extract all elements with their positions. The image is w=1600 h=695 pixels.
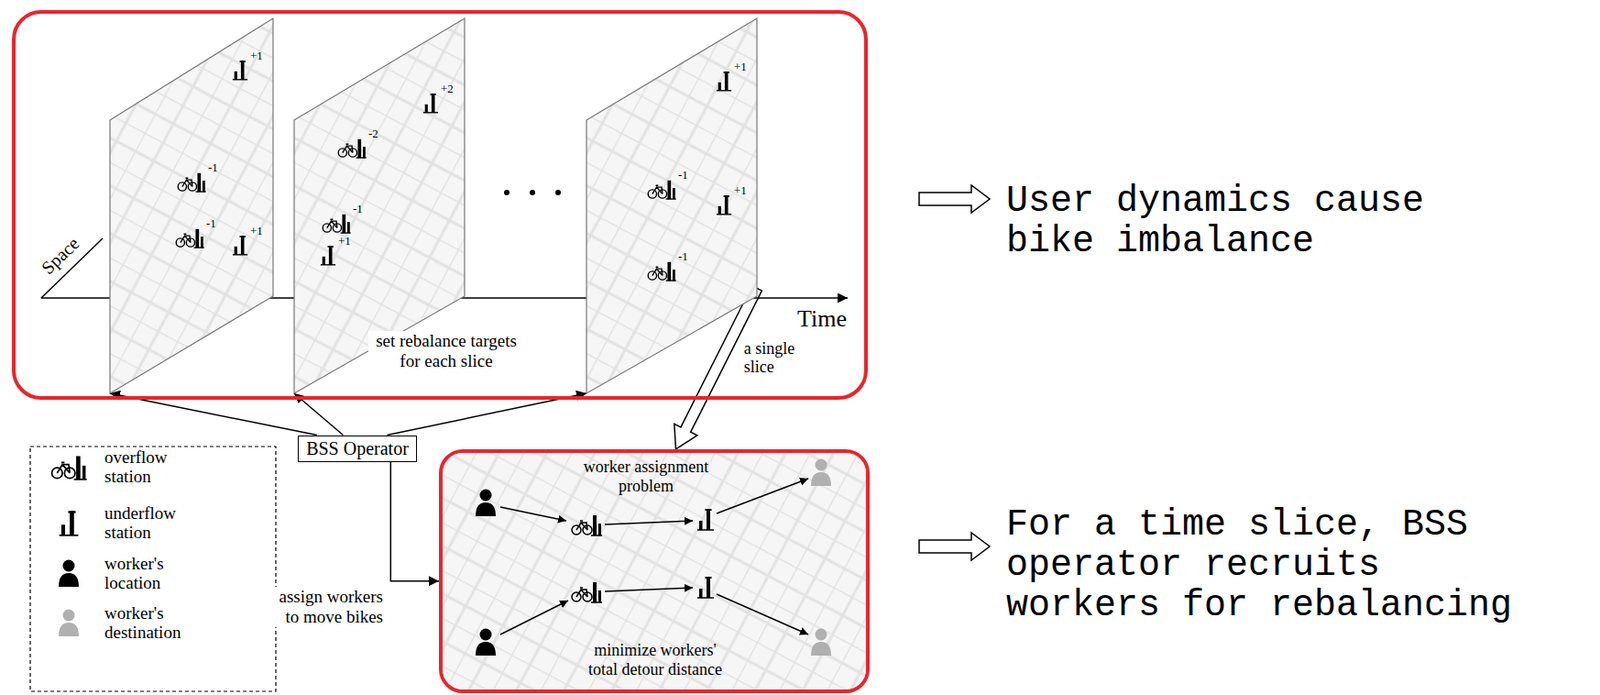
overflow-station-icon <box>175 229 204 248</box>
ellipsis-dot <box>504 189 510 196</box>
legend-icon <box>58 559 79 588</box>
imbalance-count: +1 <box>734 60 747 75</box>
route-arrow <box>716 593 809 635</box>
underflow-station-icon <box>232 235 248 255</box>
imbalance-count: -1 <box>678 250 689 264</box>
block-arrow <box>919 532 990 560</box>
route-arrow <box>716 478 809 514</box>
worker-icon <box>475 628 496 657</box>
assignment-panel: worker assignment problem minimize worker… <box>438 449 870 693</box>
legend-icon <box>59 510 79 536</box>
annotation: set rebalance targets for each slice <box>368 330 525 372</box>
block-arrow <box>919 185 990 213</box>
box-label: BSS Operator <box>306 438 409 460</box>
slice-plane <box>586 18 757 394</box>
summary-text: User dynamics cause bike imbalance <box>1006 181 1520 263</box>
overflow-station-icon <box>322 214 351 233</box>
route-arrow <box>500 506 567 521</box>
panel-caption: minimize workers' total detour distance <box>582 640 728 679</box>
legend-label: underflow station <box>104 503 201 543</box>
imbalance-count: +2 <box>440 82 454 97</box>
underflow-station-icon <box>232 60 248 80</box>
underflow-station-icon <box>716 71 732 91</box>
underflow-station-icon <box>716 195 732 215</box>
legend-label: overflow station <box>104 447 201 487</box>
worker-icon <box>475 489 496 517</box>
summary-text: For a time slice, BSS operator recruits … <box>1006 504 1520 626</box>
overflow-station-icon <box>338 139 366 158</box>
legend-label: worker's location <box>104 553 201 593</box>
overflow-station-icon <box>647 180 676 199</box>
ellipsis-dot <box>529 189 536 196</box>
legend-symbol <box>45 500 92 545</box>
imbalance-count: +1 <box>250 224 264 239</box>
legend-icon <box>58 609 79 637</box>
route-arrow <box>604 520 693 525</box>
legend-entry: overflow station <box>45 444 275 489</box>
legend-symbol <box>45 550 92 595</box>
underflow-station-icon <box>423 93 439 113</box>
dest-icon <box>810 459 832 487</box>
imbalance-count: -1 <box>678 168 689 183</box>
overflow-station-icon <box>177 173 206 192</box>
slice-plane <box>109 18 274 394</box>
under-icon <box>697 508 714 530</box>
legend-entry: worker's destination <box>45 600 275 645</box>
operator-box: BSS Operator <box>297 435 417 462</box>
annotation: assign workers to move bikes <box>263 586 384 627</box>
axis-label: Time <box>797 305 847 333</box>
time-slice: +1 -1 +1 -1 <box>586 18 757 394</box>
imbalance-count: -1 <box>208 161 219 176</box>
legend-label: worker's destination <box>104 602 201 643</box>
imbalance-count: -1 <box>352 202 363 217</box>
legend-symbol <box>45 444 92 489</box>
legend-symbol <box>45 600 92 645</box>
under-icon <box>697 576 714 598</box>
overflow-station-icon <box>647 262 676 281</box>
imbalance-count: +1 <box>338 234 351 249</box>
over-icon <box>571 515 603 536</box>
legend-entry: underflow station <box>45 500 275 545</box>
imbalance-count: +1 <box>734 184 747 198</box>
imbalance-count: -2 <box>368 127 379 142</box>
underflow-station-icon <box>320 245 336 265</box>
slice-drawing <box>109 18 274 394</box>
arrow-connector <box>390 461 439 581</box>
time-slice: +1 -1 -1 +1 <box>109 18 274 394</box>
route-arrow <box>500 600 569 635</box>
slice-drawing <box>586 18 757 394</box>
legend-box <box>30 446 276 691</box>
legend-icon <box>52 455 88 479</box>
ellipsis-dot <box>555 189 561 196</box>
map-background <box>442 452 866 690</box>
over-icon <box>571 581 603 603</box>
dest-icon <box>810 628 832 657</box>
imbalance-count: +1 <box>250 49 264 64</box>
legend-entry: worker's location <box>45 550 275 595</box>
axis-label: Space <box>37 232 84 279</box>
panel-caption: worker assignment problem <box>573 457 719 495</box>
edge-label: a single slice <box>744 339 818 377</box>
imbalance-count: -1 <box>206 217 217 231</box>
route-arrow <box>604 587 693 592</box>
